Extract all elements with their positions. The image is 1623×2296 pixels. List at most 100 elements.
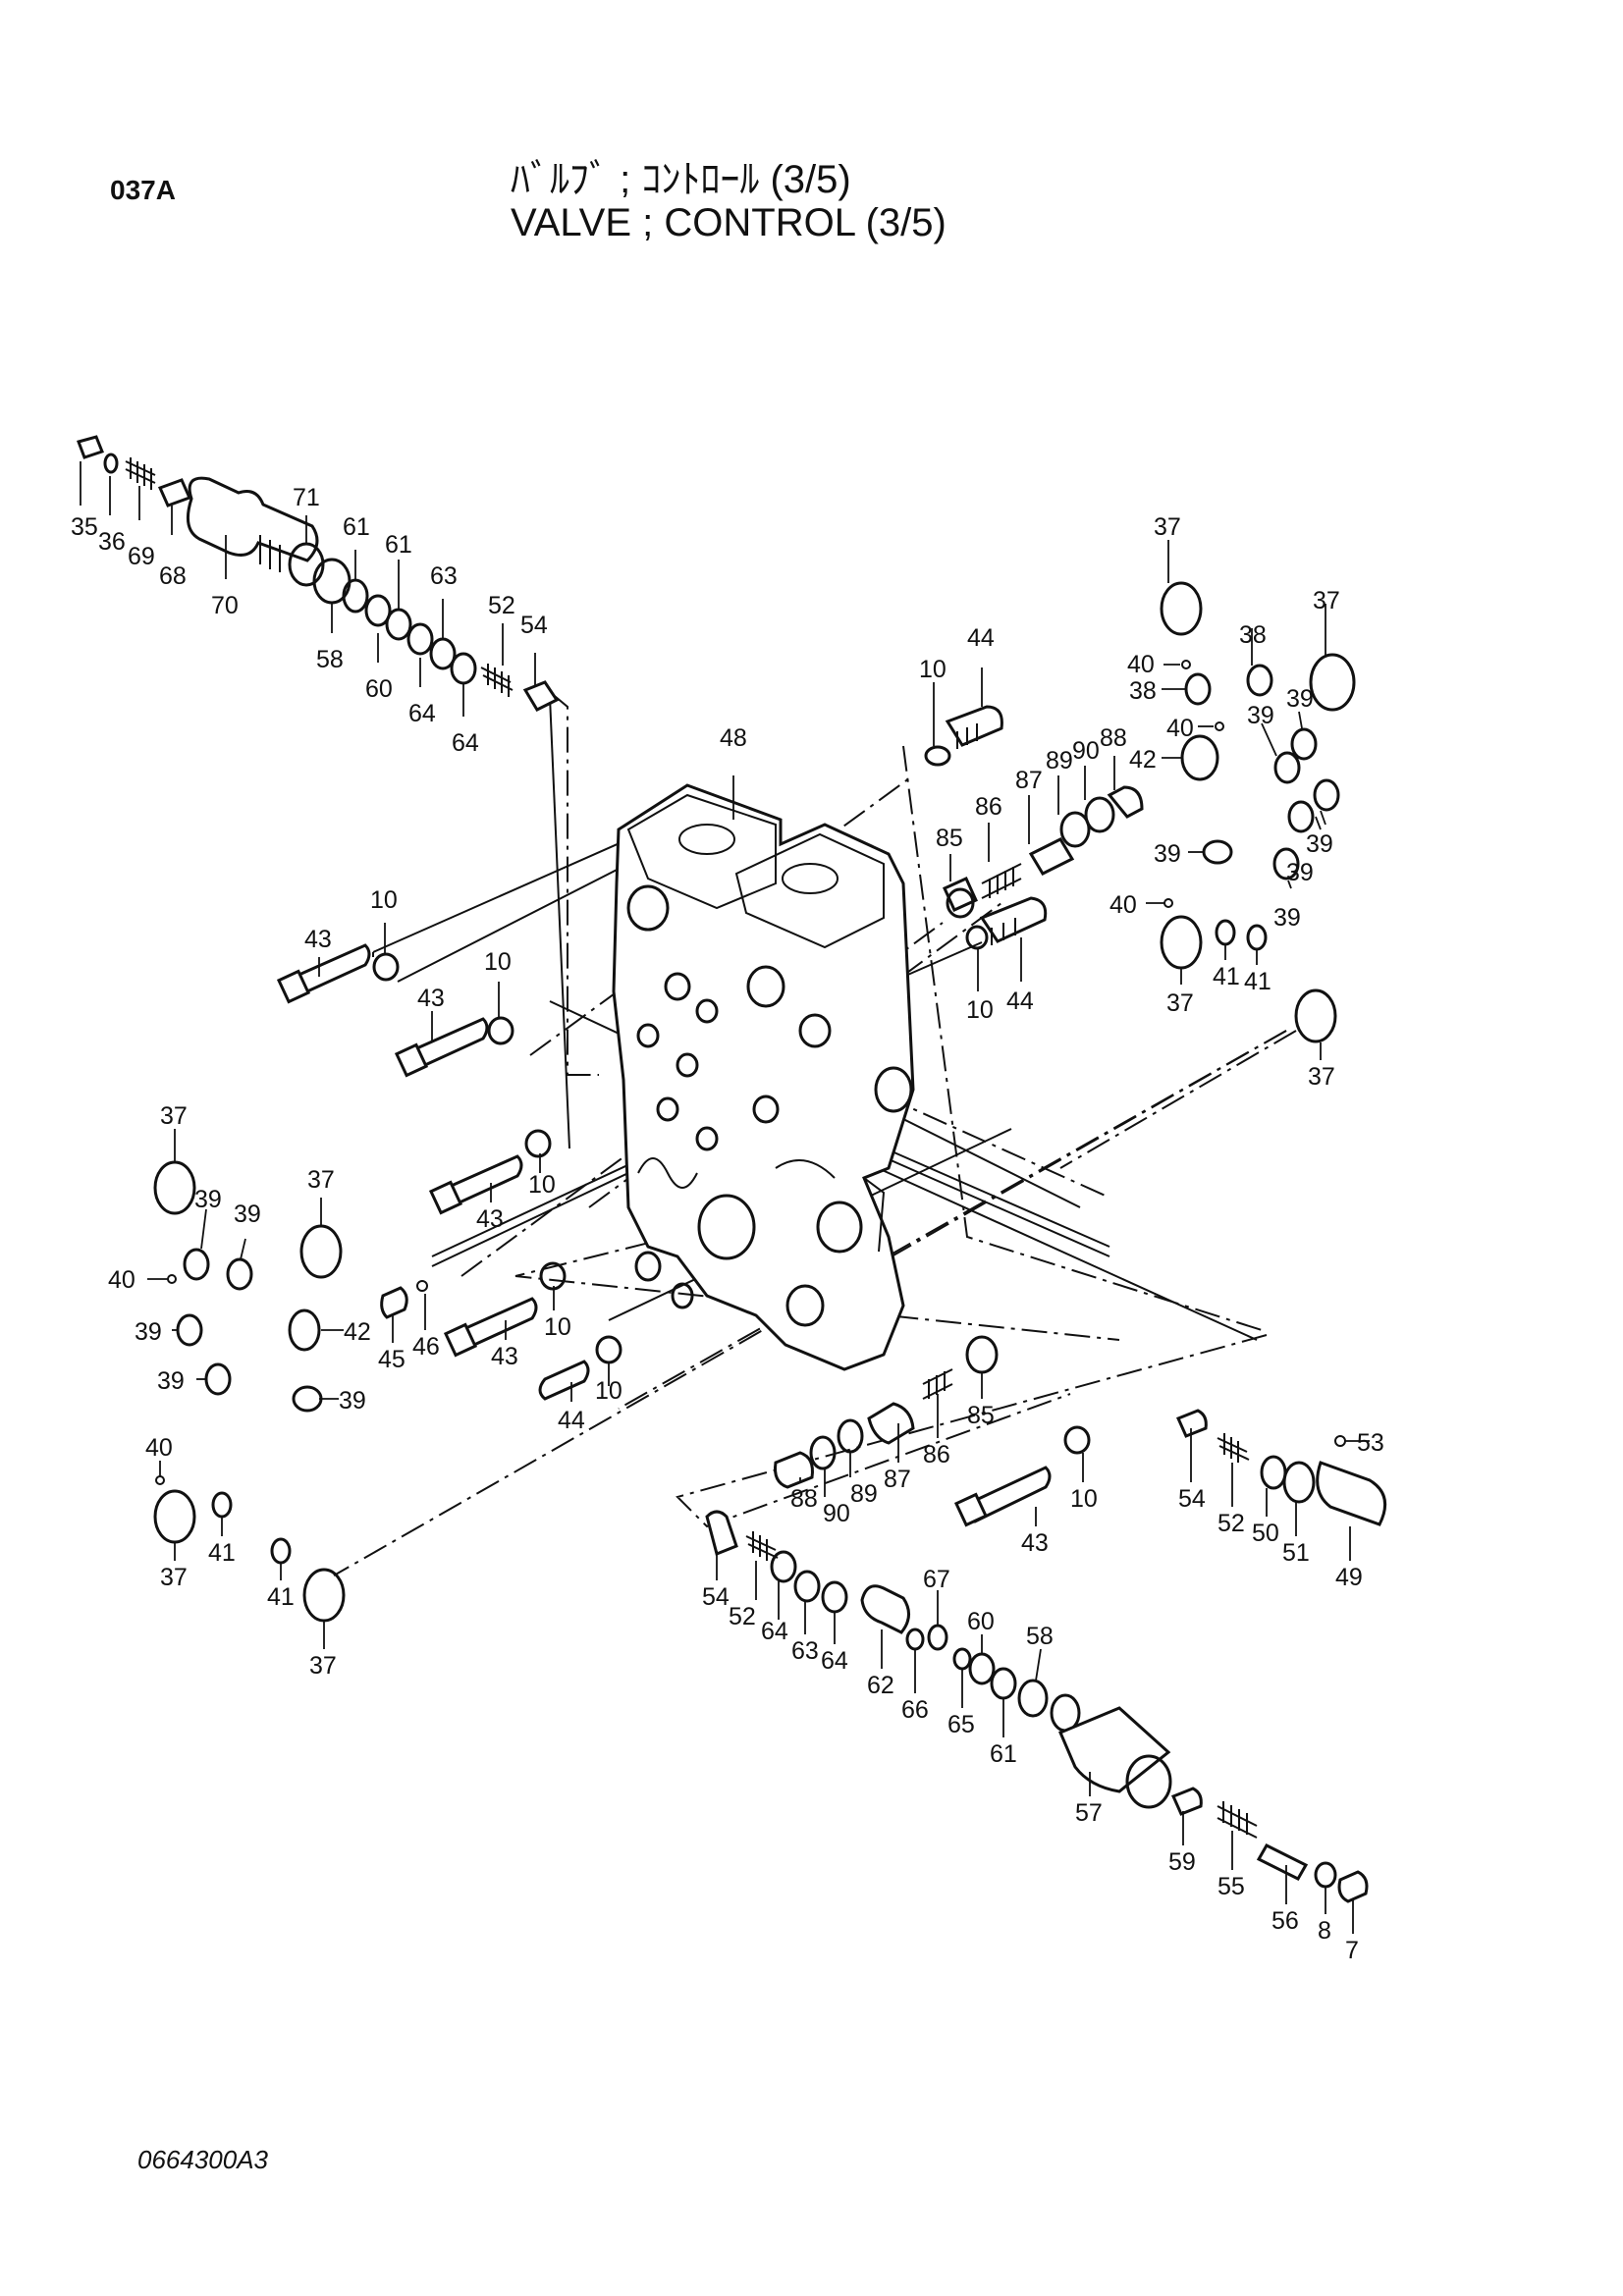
callout-label: 86 bbox=[923, 1441, 950, 1468]
callout-label: 52 bbox=[488, 592, 515, 619]
callout-label: 63 bbox=[430, 562, 458, 590]
callout-label: 54 bbox=[1178, 1485, 1206, 1513]
callout-label: 53 bbox=[1357, 1429, 1384, 1457]
right-seal-rings bbox=[1160, 581, 1356, 1043]
callout-label: 38 bbox=[1129, 677, 1157, 705]
valve-body bbox=[612, 783, 915, 1371]
callout-label: 70 bbox=[211, 592, 239, 619]
phantom-line bbox=[618, 1030, 1287, 1410]
callout-label: 64 bbox=[452, 729, 479, 757]
callout-label: 37 bbox=[307, 1166, 335, 1194]
callout-label: 64 bbox=[761, 1618, 788, 1645]
callout-label: 85 bbox=[967, 1402, 995, 1429]
callout-label: 57 bbox=[1075, 1799, 1103, 1827]
callout-label: 39 bbox=[339, 1387, 366, 1415]
guide-line bbox=[372, 838, 629, 953]
callout-label: 38 bbox=[1239, 621, 1267, 649]
callout-label: 41 bbox=[1244, 968, 1271, 995]
callout-label: 44 bbox=[1006, 988, 1034, 1015]
callout-label: 90 bbox=[823, 1500, 850, 1527]
callout-label: 45 bbox=[378, 1346, 406, 1373]
right-upper-parts bbox=[924, 705, 1144, 950]
callout-label: 40 bbox=[1166, 715, 1194, 742]
callout-label: 52 bbox=[1217, 1510, 1245, 1537]
callout-label: 86 bbox=[975, 793, 1002, 821]
guide-line bbox=[902, 941, 983, 978]
callout-label: 36 bbox=[98, 528, 126, 556]
callout-label: 44 bbox=[558, 1407, 585, 1434]
callout-label: 42 bbox=[1129, 746, 1157, 774]
callout-label: 48 bbox=[720, 724, 747, 752]
callout-label: 58 bbox=[1026, 1623, 1054, 1650]
callout-label: 66 bbox=[901, 1696, 929, 1724]
callout-label: 37 bbox=[309, 1652, 337, 1680]
callout-label: 41 bbox=[267, 1583, 295, 1611]
callout-label: 41 bbox=[208, 1539, 236, 1567]
title-japanese: ﾊﾞﾙﾌﾞ ; ｺﾝﾄﾛｰﾙ (3/5) bbox=[511, 158, 851, 201]
callout-label: 42 bbox=[344, 1318, 371, 1346]
callout-label: 43 bbox=[491, 1343, 518, 1370]
callout-label: 43 bbox=[476, 1205, 504, 1233]
callout-label: 56 bbox=[1271, 1907, 1299, 1935]
phantom-line bbox=[549, 691, 599, 1076]
callout-label: 39 bbox=[1286, 859, 1314, 886]
callout-label: 67 bbox=[923, 1566, 950, 1593]
callout-label: 65 bbox=[947, 1711, 975, 1738]
callout-label: 39 bbox=[1286, 685, 1314, 713]
callout-label: 10 bbox=[544, 1313, 571, 1341]
callout-label: 64 bbox=[408, 700, 436, 727]
callout-label: 51 bbox=[1282, 1539, 1310, 1567]
callout-label: 10 bbox=[1070, 1485, 1098, 1513]
callout-label: 10 bbox=[966, 996, 994, 1024]
callout-label: 37 bbox=[1154, 513, 1181, 541]
callout-label: 39 bbox=[194, 1186, 222, 1213]
callout-label: 88 bbox=[1100, 724, 1127, 752]
lower-middle-parts bbox=[774, 1335, 999, 1489]
guide-line bbox=[863, 1148, 1110, 1257]
callout-label: 50 bbox=[1252, 1520, 1279, 1547]
callout-label: 40 bbox=[145, 1434, 173, 1462]
callout-label: 61 bbox=[385, 531, 412, 559]
callout-label: 10 bbox=[595, 1377, 622, 1405]
callout-label: 40 bbox=[1109, 891, 1137, 919]
callout-label: 59 bbox=[1168, 1848, 1196, 1876]
drawing-number: 0664300A3 bbox=[137, 2145, 269, 2174]
callout-label: 10 bbox=[919, 656, 947, 683]
callout-label: 39 bbox=[1306, 830, 1333, 858]
lower-right-parts bbox=[953, 1409, 1387, 1527]
callout-label: 10 bbox=[370, 886, 398, 914]
callout-label: 40 bbox=[1127, 651, 1155, 678]
callout-label: 89 bbox=[850, 1480, 878, 1508]
callout-label: 69 bbox=[128, 543, 155, 570]
callout-label: 7 bbox=[1345, 1937, 1359, 1964]
callout-label: 52 bbox=[729, 1603, 756, 1630]
lower-relief-assembly bbox=[705, 1510, 1369, 1903]
callout-label: 41 bbox=[1213, 963, 1240, 990]
callout-label: 54 bbox=[702, 1583, 730, 1611]
callout-label: 8 bbox=[1318, 1917, 1331, 1945]
callout-label: 61 bbox=[990, 1740, 1017, 1768]
callout-label: 39 bbox=[135, 1318, 162, 1346]
left-seal-rings bbox=[153, 1160, 346, 1623]
callout-label: 35 bbox=[71, 513, 98, 541]
upper-relief-assembly bbox=[77, 435, 560, 712]
callout-label: 90 bbox=[1072, 737, 1100, 765]
callout-label: 61 bbox=[343, 513, 370, 541]
callout-label: 44 bbox=[967, 624, 995, 652]
callout-label: 40 bbox=[108, 1266, 135, 1294]
page-code: 037A bbox=[110, 175, 176, 205]
callout-label: 88 bbox=[790, 1485, 818, 1513]
callout-label: 68 bbox=[159, 562, 187, 590]
phantom-line bbox=[676, 1334, 1268, 1528]
callout-label: 37 bbox=[1166, 989, 1194, 1017]
callout-label: 43 bbox=[1021, 1529, 1049, 1557]
callout-label: 89 bbox=[1046, 747, 1073, 774]
callout-label: 54 bbox=[520, 612, 548, 639]
phantom-line bbox=[1059, 1030, 1297, 1169]
callout-label: 39 bbox=[1154, 840, 1181, 868]
callout-label: 37 bbox=[160, 1102, 188, 1130]
callout-label: 60 bbox=[365, 675, 393, 703]
callout-label: 71 bbox=[293, 484, 320, 511]
callout-label: 39 bbox=[1273, 904, 1301, 932]
